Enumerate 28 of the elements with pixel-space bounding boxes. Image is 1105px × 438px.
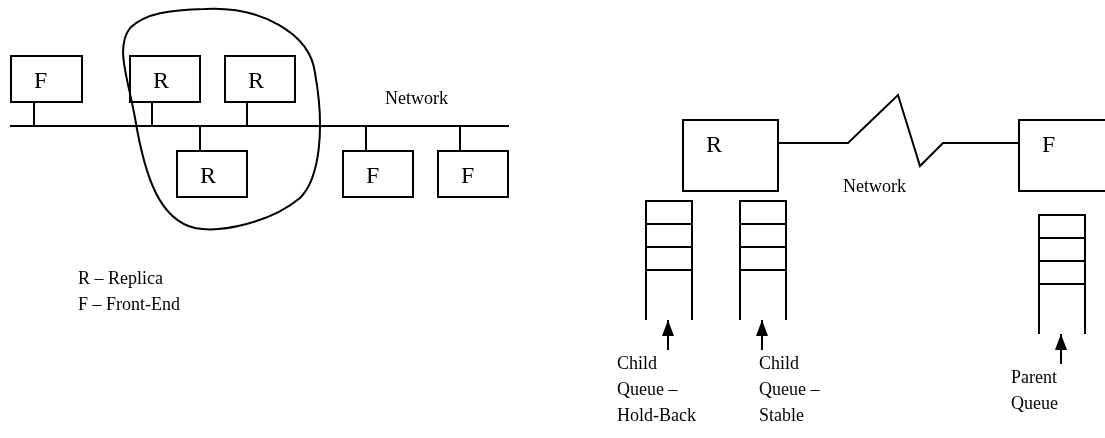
node-box: R [176,150,248,198]
node-box: R [682,119,779,192]
queue-caption: Child Queue – Hold-Back [617,350,703,430]
legend-text: F – Front-End [78,294,180,316]
connector-line [33,102,35,126]
legend-text: R – Replica [78,268,163,290]
queue-stack [1038,214,1086,334]
queue-stack [739,200,787,320]
node-box: R [224,55,296,103]
connector-line [778,93,1019,168]
node-box: R [129,55,201,103]
queue-stack [645,200,693,320]
arrow [1055,333,1067,365]
connector-line [459,126,461,151]
network-line [10,125,509,127]
node-box: F [342,150,414,198]
arrow [662,319,674,351]
node-box: F [10,55,83,103]
connector-line [365,126,367,151]
front-end-box: F [1018,119,1105,192]
connector-line [199,126,201,151]
arrow [756,319,768,351]
node-box: F [437,150,509,198]
connector-line [151,102,153,126]
queue-caption: Child Queue – Stable [759,350,845,430]
network-label: Network [385,88,448,110]
connector-line [246,102,248,126]
queue-caption: Parent Queue [1011,364,1073,420]
